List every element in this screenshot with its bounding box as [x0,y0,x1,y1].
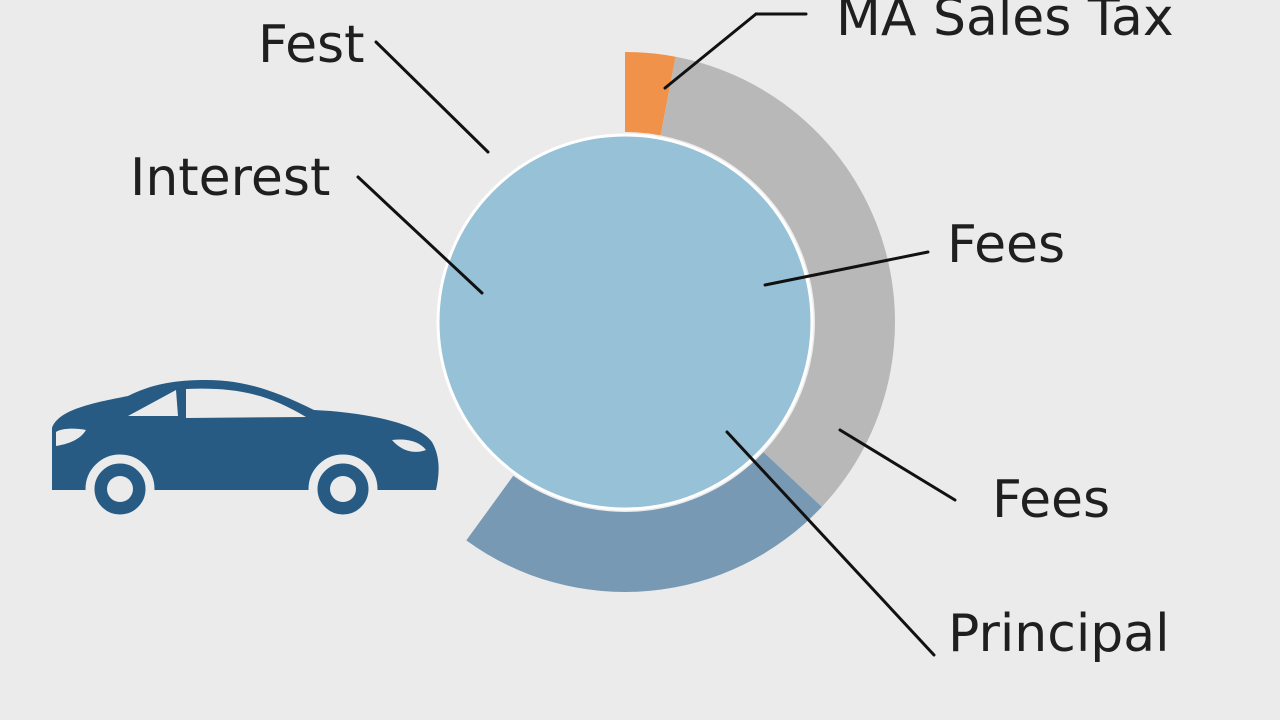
label-fees-outer: Fees [992,470,1110,530]
outer-segment-ma-sales-tax [625,52,676,136]
car-hub-front [330,476,356,502]
car-rear-window [128,390,178,416]
outer-segment-fees [660,56,895,507]
label-rest: Fest [258,15,365,75]
outer-segment-interest [466,452,822,593]
car-front-window [186,388,306,418]
leader-fees-inner [763,250,930,287]
leader-fees-outer [838,428,957,502]
car-icon [52,380,439,524]
car-hub-rear [107,476,133,502]
label-sales-tax: MA Sales Tax [836,0,1174,48]
label-fees-inner: Fees [947,215,1065,275]
leader-lines [356,12,957,657]
leader-principal [725,430,936,657]
inner-pie-principal [436,133,814,511]
label-interest: Interest [130,148,330,208]
label-principal: Principal [948,604,1170,664]
outer-ring [466,52,895,593]
leader-rest [374,40,490,154]
car-taillight [56,428,86,446]
leader-sales-tax [663,12,758,90]
car-headlight [392,439,426,452]
chart-labels: MA Sales Tax Fest Interest Fees Fees Pri… [130,0,1174,664]
leader-interest [356,175,484,295]
